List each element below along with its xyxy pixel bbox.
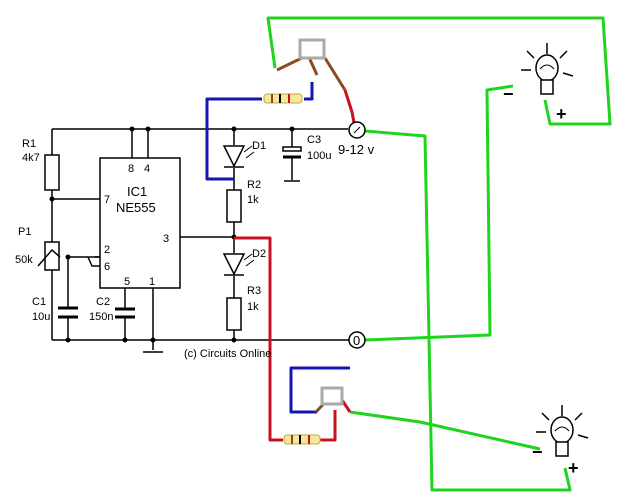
d1-led bbox=[222, 145, 255, 168]
bottom-inline-resistor bbox=[283, 434, 321, 445]
pin-8: 8 bbox=[128, 163, 134, 175]
p1-value: 50k bbox=[15, 254, 33, 266]
bottom-lamp-icon bbox=[536, 405, 589, 457]
r2-value: 1k bbox=[247, 194, 259, 206]
p1-label: P1 bbox=[18, 226, 31, 238]
pin-7: 7 bbox=[104, 194, 110, 206]
blue-wires bbox=[205, 82, 350, 414]
top-lamp-icon bbox=[521, 43, 574, 95]
ground-label: 0 bbox=[353, 333, 360, 348]
pin-4: 4 bbox=[144, 163, 150, 175]
c3-value: 100u bbox=[307, 150, 331, 162]
c3-capacitor bbox=[282, 146, 302, 159]
c3-label: C3 bbox=[307, 134, 321, 146]
r3-value: 1k bbox=[247, 301, 259, 313]
r2-resistor bbox=[226, 189, 242, 223]
pin-6: 6 bbox=[104, 261, 110, 273]
d2-led bbox=[222, 253, 255, 276]
pin-5: 5 bbox=[124, 276, 130, 288]
c1-label: C1 bbox=[32, 296, 46, 308]
r1-value: 4k7 bbox=[22, 152, 40, 164]
green-wires bbox=[266, 16, 612, 492]
ic1-chip bbox=[99, 157, 181, 289]
copyright-note: (c) Circuits Online bbox=[184, 348, 271, 360]
bottom-lamp-plus: + bbox=[568, 458, 579, 478]
d2-label: D2 bbox=[252, 248, 266, 260]
ic1-part: NE555 bbox=[116, 200, 156, 215]
d1-label: D1 bbox=[252, 140, 266, 152]
brown-switch-leads bbox=[276, 52, 347, 414]
p1-wiper-arrow bbox=[37, 248, 61, 267]
ic1-name: IC1 bbox=[127, 184, 147, 199]
c1-capacitor bbox=[58, 306, 78, 319]
pin-3: 3 bbox=[163, 233, 169, 245]
supply-label: 9-12 v bbox=[338, 142, 375, 157]
c1-value: 10u bbox=[32, 311, 50, 323]
r1-label: R1 bbox=[22, 138, 36, 150]
top-lamp-plus: + bbox=[556, 104, 567, 124]
c2-capacitor bbox=[115, 307, 135, 319]
r1-resistor bbox=[44, 154, 60, 191]
pin-2: 2 bbox=[104, 244, 110, 256]
top-lamp-minus: − bbox=[503, 84, 514, 104]
c2-label: C2 bbox=[96, 296, 110, 308]
top-switch-icon bbox=[298, 38, 326, 60]
top-inline-resistor bbox=[263, 93, 303, 104]
bottom-switch-icon bbox=[320, 386, 344, 406]
r3-resistor bbox=[226, 297, 242, 331]
r2-label: R2 bbox=[247, 179, 261, 191]
ground-terminal bbox=[348, 331, 366, 349]
r3-label: R3 bbox=[247, 285, 261, 297]
pin-1: 1 bbox=[149, 276, 155, 288]
schematic-wiring bbox=[49, 126, 350, 353]
bottom-lamp-minus: − bbox=[532, 442, 543, 462]
c2-value: 150n bbox=[89, 311, 113, 323]
